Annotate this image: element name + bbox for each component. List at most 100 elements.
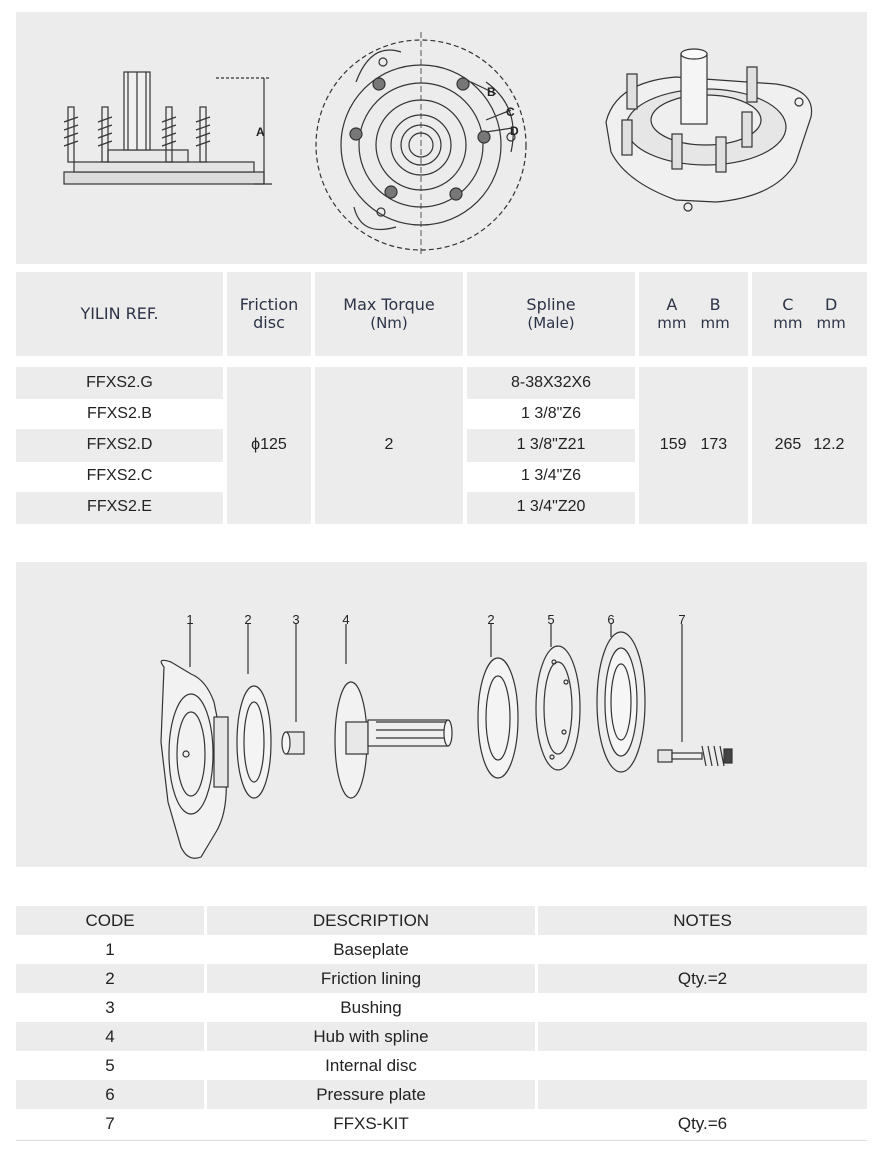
row-code: 6 <box>16 1080 204 1109</box>
header-a: A <box>666 295 678 314</box>
table-row: 6 Pressure plate <box>16 1080 867 1109</box>
cd-column <box>752 367 867 524</box>
a-value: 159 <box>659 435 687 453</box>
header-friction-line2: disc <box>253 313 285 332</box>
exploded-label-4: 4 <box>342 612 349 627</box>
header-c: C <box>782 295 794 314</box>
spline-row-2: 1 3/8"Z6 <box>521 404 581 422</box>
row-notes <box>538 993 867 1022</box>
ffxs-kit-part <box>657 745 733 767</box>
ref-row-2: FFXS2.B <box>87 404 152 422</box>
exploded-label-7: 7 <box>678 612 685 627</box>
row-code: 3 <box>105 997 115 1017</box>
row-code: 1 <box>105 939 115 959</box>
exploded-label-6: 6 <box>607 612 614 627</box>
table-row: 3 Bushing <box>16 993 867 1022</box>
table-row: 4 Hub with spline <box>16 1022 867 1051</box>
header-ref: YILIN REF. <box>16 272 223 356</box>
side-view-drawing <box>63 71 272 185</box>
table-row: 2 Friction lining Qty.=2 <box>16 964 867 993</box>
internal-disc-part <box>535 645 581 771</box>
ab-column <box>639 367 748 524</box>
header-a-unit: mm <box>657 314 687 332</box>
bushing-part <box>281 731 305 755</box>
ab-values: 159 173 <box>639 429 748 460</box>
spline-row-1: 8-38X32X6 <box>510 373 592 391</box>
b-value: 173 <box>700 435 728 453</box>
row-notes: Qty.=6 <box>677 1113 728 1133</box>
row-notes <box>538 1080 867 1109</box>
table-bottom-rule <box>16 1140 867 1141</box>
row-code: 4 <box>16 1022 204 1051</box>
row-description: Hub with spline <box>207 1022 535 1051</box>
parts-header-code: CODE <box>16 906 204 935</box>
row-description: Internal disc <box>325 1055 417 1075</box>
exploded-label-2b: 2 <box>487 612 494 627</box>
max-torque-value: 2 <box>384 435 394 453</box>
row-notes <box>538 1051 867 1080</box>
header-c-unit: mm <box>773 314 803 332</box>
row-code: 2 <box>16 964 204 993</box>
header-spline-line2: (Male) <box>527 314 575 332</box>
table-row: 1 Baseplate <box>16 935 867 964</box>
header-spline-line1: Spline <box>526 295 576 314</box>
ref-column <box>16 367 223 524</box>
row-description: Baseplate <box>333 939 409 959</box>
header-b: B <box>709 295 721 314</box>
exploded-label-2: 2 <box>244 612 251 627</box>
ref-row-5: FFXS2.E <box>87 497 152 515</box>
technical-drawings: A B C D <box>63 32 813 257</box>
friction-lining-part-2 <box>477 657 519 779</box>
friction-column <box>227 367 311 524</box>
row-code: 7 <box>105 1113 115 1133</box>
ref-row-3: FFXS2.D <box>86 435 153 453</box>
header-torque-line1: Max Torque <box>343 295 435 314</box>
parts-table: CODE DESCRIPTION NOTES 1 Baseplate 2 Fri… <box>16 906 867 1141</box>
table-row: 7 FFXS-KIT Qty.=6 <box>16 1109 867 1138</box>
spline-row-4: 1 3/4"Z6 <box>521 466 581 484</box>
header-ref-text: YILIN REF. <box>80 304 159 323</box>
dim-b-label: B <box>487 85 496 99</box>
d-value: 12.2 <box>813 435 845 453</box>
header-torque-line2: (Nm) <box>370 314 408 332</box>
cd-values: 265 12.2 <box>752 429 867 460</box>
row-notes <box>538 1022 867 1051</box>
exploded-view-panel: 1 2 3 4 2 5 6 7 <box>16 562 867 867</box>
header-friction-line1: Friction <box>239 295 299 314</box>
row-description: FFXS-KIT <box>333 1113 409 1133</box>
header-b-unit: mm <box>700 314 730 332</box>
friction-disc-value: ϕ125 <box>251 435 287 453</box>
pressure-plate-part <box>596 631 646 773</box>
exploded-label-1: 1 <box>186 612 193 627</box>
header-torque: Max Torque (Nm) <box>315 272 463 356</box>
row-description: Bushing <box>340 997 402 1017</box>
front-view-drawing <box>315 32 527 257</box>
header-d-unit: mm <box>816 314 846 332</box>
header-friction: Friction disc <box>227 272 311 356</box>
row-code: 5 <box>105 1055 115 1075</box>
header-spline: Spline (Male) <box>467 272 635 356</box>
dim-d-label: D <box>510 124 519 138</box>
exploded-view-drawing: 1 2 3 4 2 5 6 7 <box>160 612 733 859</box>
torque-column <box>315 367 463 524</box>
baseplate-part <box>160 659 229 859</box>
exploded-label-3: 3 <box>292 612 299 627</box>
specification-table: YILIN REF. Friction disc Max Torque (Nm)… <box>16 272 867 524</box>
table-row: 5 Internal disc <box>16 1051 867 1080</box>
exploded-label-5: 5 <box>547 612 554 627</box>
parts-header-notes: NOTES <box>538 906 867 935</box>
technical-drawing-panel: A B C D <box>16 12 867 264</box>
header-d: D <box>824 295 838 314</box>
friction-lining-part <box>236 685 272 799</box>
parts-header-row: CODE DESCRIPTION NOTES <box>16 906 867 935</box>
parts-header-description: DESCRIPTION <box>207 906 535 935</box>
dim-c-label: C <box>506 105 515 119</box>
spline-row-3: 1 3/8"Z21 <box>516 435 586 453</box>
row-description: Pressure plate <box>207 1080 535 1109</box>
ref-row-1: FFXS2.G <box>86 373 153 391</box>
isometric-view-drawing <box>605 48 813 212</box>
row-notes: Qty.=2 <box>538 964 867 993</box>
row-description: Friction lining <box>207 964 535 993</box>
